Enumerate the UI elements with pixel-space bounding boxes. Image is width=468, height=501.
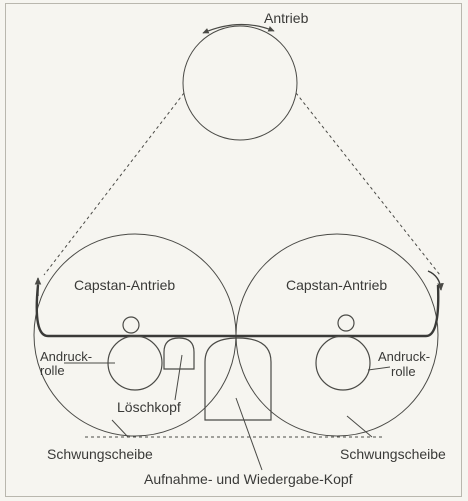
pinch-roller-right	[315, 335, 371, 391]
label-pinch-right-line2: rolle	[391, 364, 416, 379]
leader-flywheel-right	[346, 415, 373, 438]
label-erase-head: Löschkopf	[117, 399, 181, 415]
leader-pinch-right	[367, 366, 391, 371]
tape-path	[35, 284, 440, 338]
label-capstan-left: Capstan-Antrieb	[74, 277, 176, 293]
label-capstan-right: Capstan-Antrieb	[286, 277, 388, 293]
record-playback-head	[204, 337, 272, 421]
label-record-playback-head: Aufnahme- und Wiedergabe-Kopf	[144, 471, 353, 487]
erase-head	[163, 337, 195, 370]
rotation-arrow	[202, 23, 275, 34]
leader-lines	[64, 354, 391, 471]
label-pinch-left-line1: Andruck-	[40, 349, 93, 364]
tape-arrow-right	[427, 270, 444, 291]
drive-wheel	[182, 23, 298, 141]
capstan-right	[337, 314, 355, 332]
drive-belt	[43, 92, 441, 438]
label-drive: Antrieb	[264, 10, 309, 26]
label-flywheel-right: Schwungscheibe	[340, 446, 446, 462]
leader-record-head	[235, 397, 263, 471]
leader-erase-head	[174, 354, 183, 401]
leader-flywheel-left	[111, 419, 129, 438]
capstan-left	[122, 316, 140, 334]
pinch-roller-left	[107, 335, 163, 391]
label-pinch-right-line1: Andruck-	[378, 349, 431, 364]
label-pinch-left-line2: rolle	[40, 363, 65, 378]
label-flywheel-left: Schwungscheibe	[47, 446, 153, 462]
figure-frame	[5, 3, 462, 497]
